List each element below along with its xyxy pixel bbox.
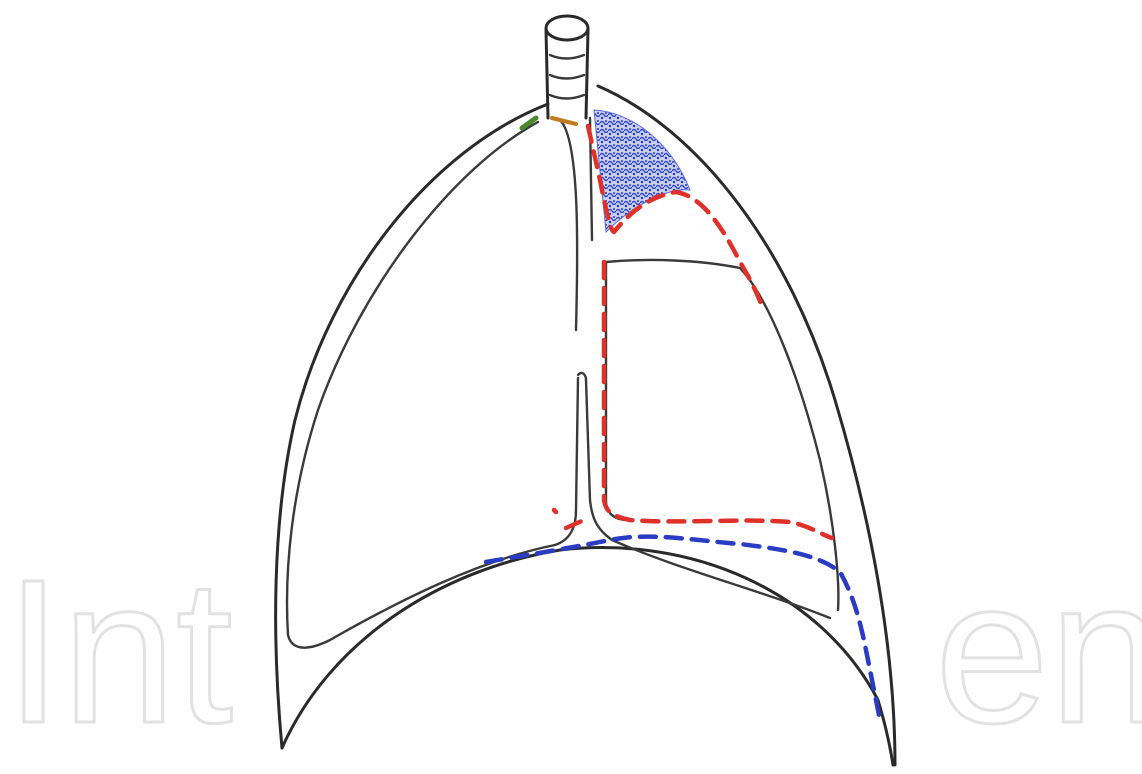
watermark-right-text: en bbox=[935, 537, 1142, 766]
red-dashed-line bbox=[554, 126, 832, 538]
thoracic-outline bbox=[276, 86, 895, 765]
watermark-left-text: Int bbox=[5, 537, 233, 766]
trachea bbox=[546, 16, 588, 118]
watermark: Int en bbox=[5, 537, 1142, 766]
left-pleural-cavity bbox=[287, 120, 586, 648]
